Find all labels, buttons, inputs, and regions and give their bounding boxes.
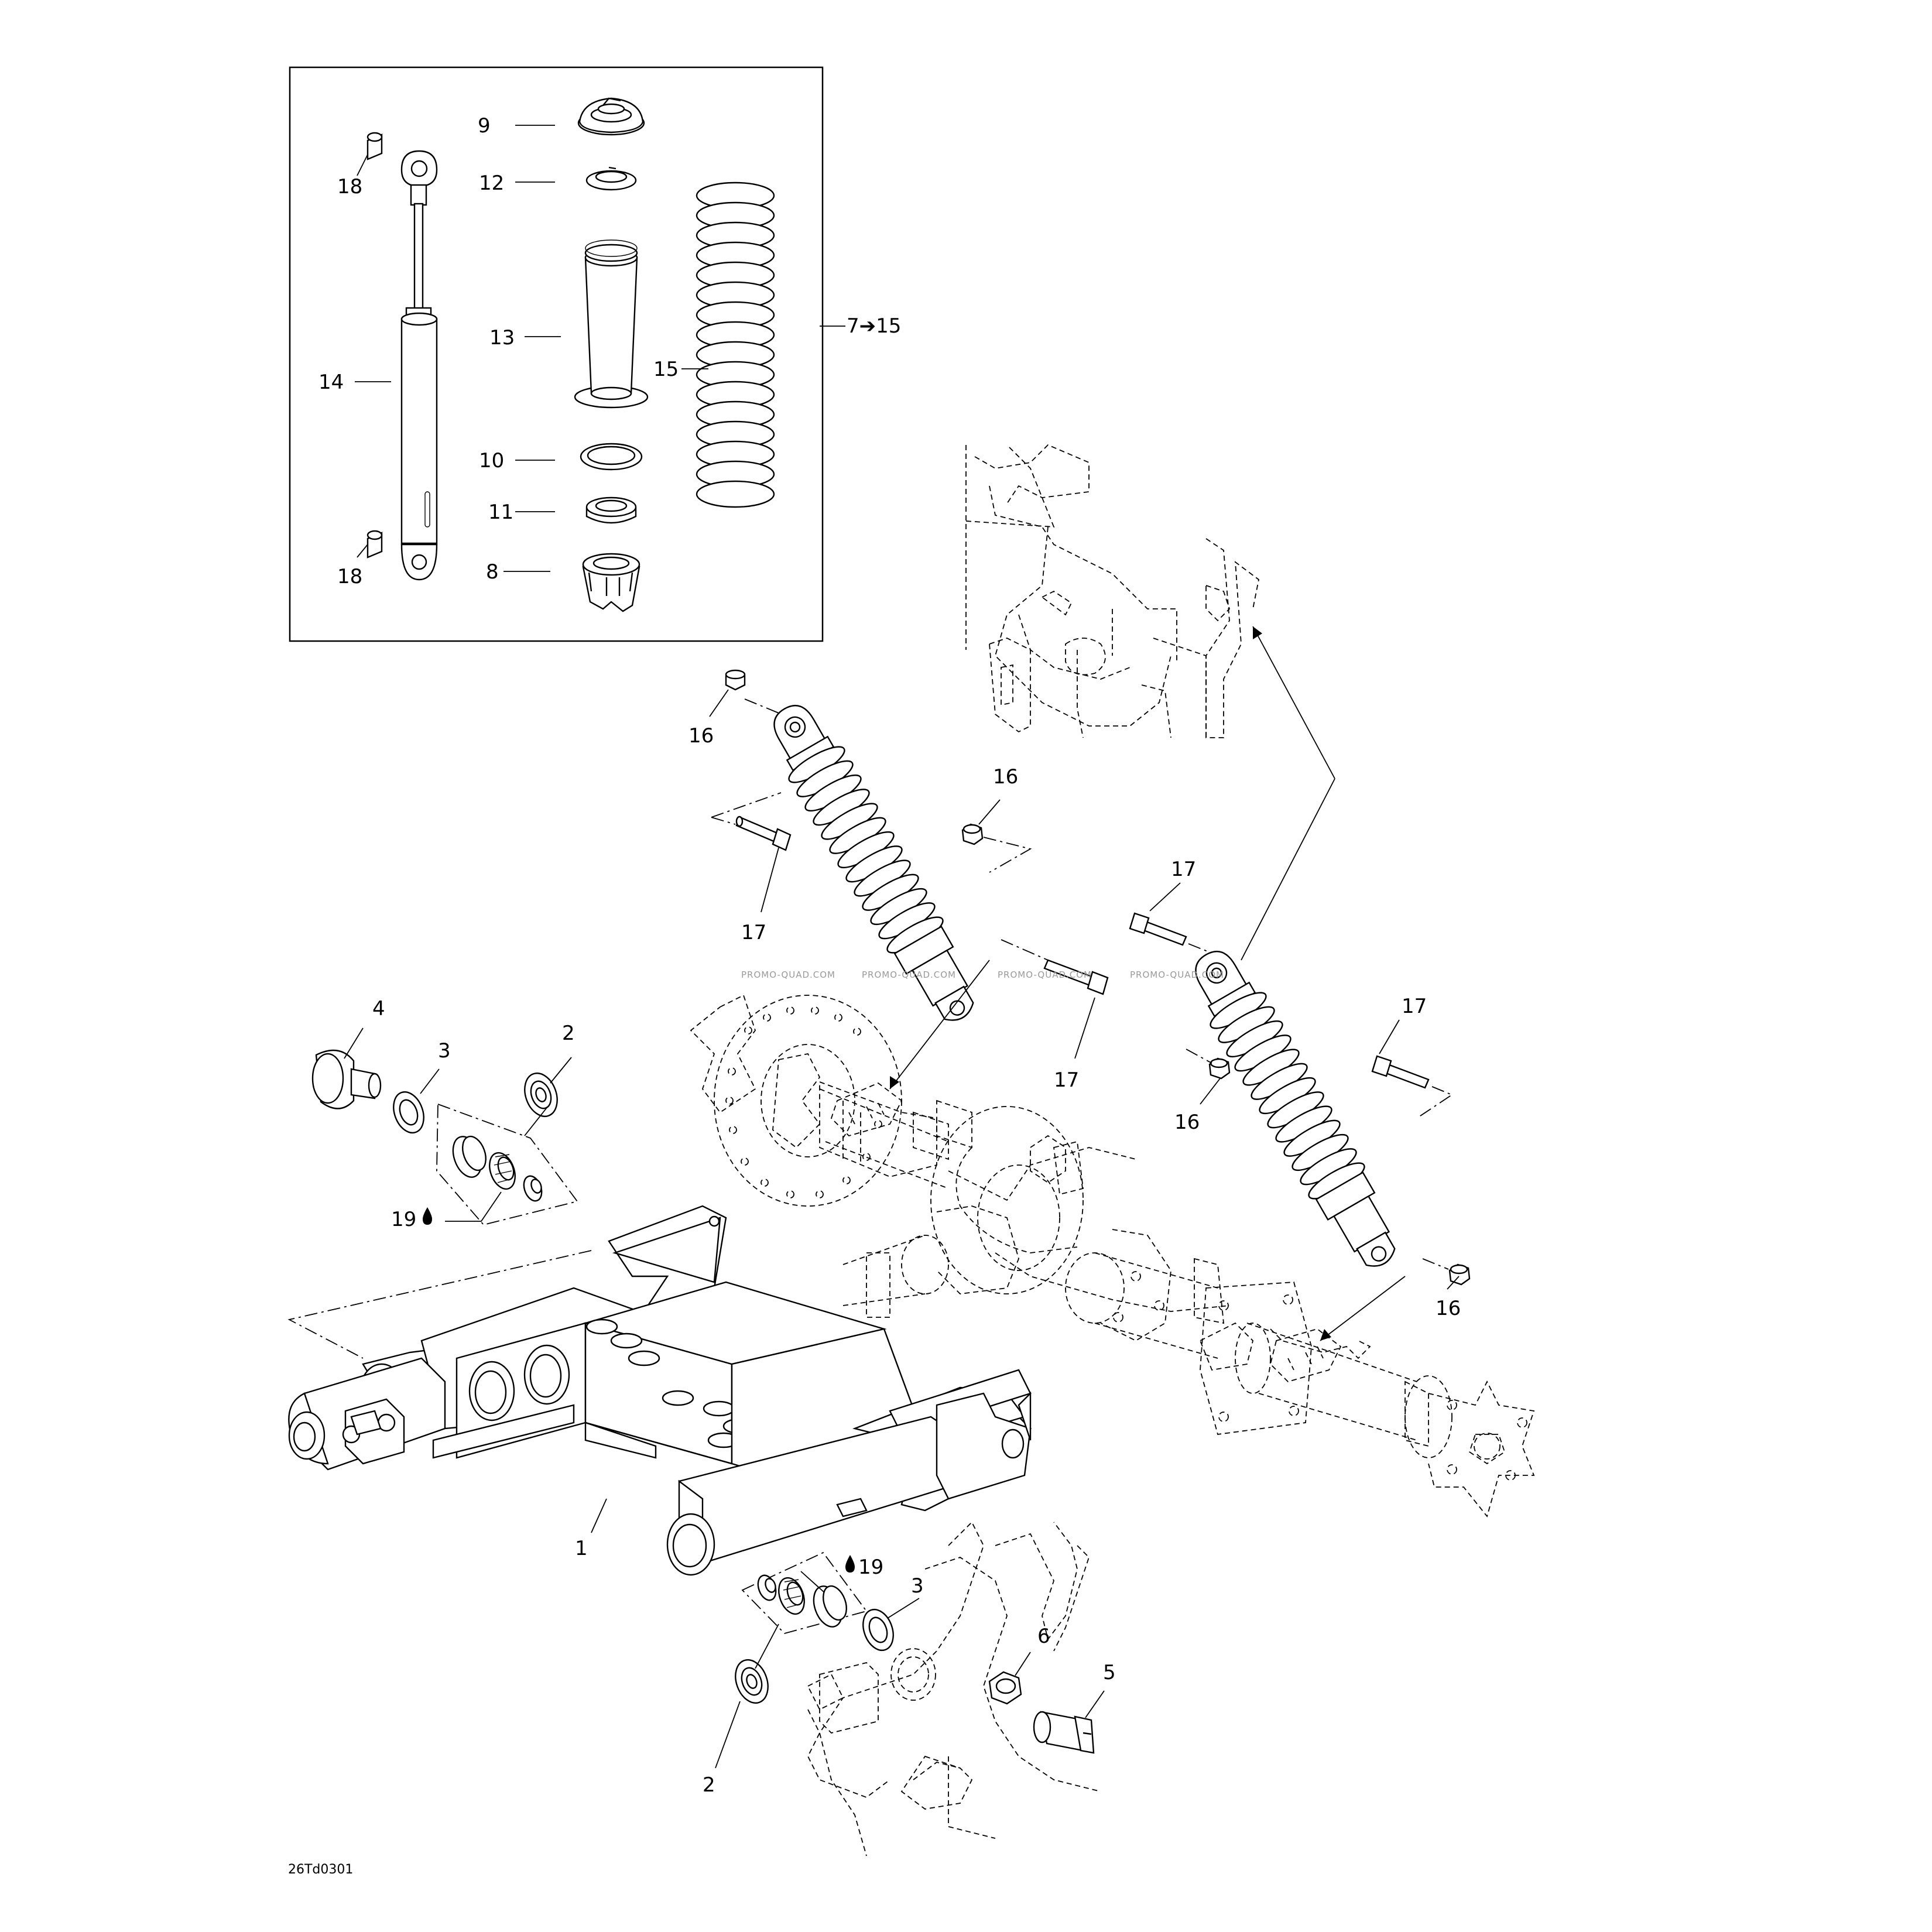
seal-3-left	[393, 1091, 424, 1134]
retainer-12	[585, 166, 637, 191]
bolt-17-right-upper	[1129, 912, 1187, 946]
damper-14	[400, 150, 438, 581]
callout-4: 4	[372, 997, 385, 1020]
callout-16-d: 16	[1436, 1297, 1461, 1320]
watermark: PROMO-QUAD.COM	[741, 970, 835, 980]
assembly-arrows	[889, 626, 1406, 1341]
drawing-code: 26Td0301	[288, 1862, 353, 1877]
leader-5	[1085, 1690, 1105, 1718]
wheel-hub	[1428, 1380, 1535, 1517]
callout-16-b: 16	[993, 765, 1018, 789]
callout-6: 6	[1037, 1625, 1050, 1648]
shock-absorber-right	[1129, 912, 1471, 1286]
callout-9: 9	[478, 114, 491, 138]
grease-drop-icon	[423, 1207, 432, 1225]
nut-16-right-bottom	[1448, 1263, 1471, 1286]
watermark-strip: PROMO-QUAD.COM PROMO-QUAD.COM PROMO-QUAD…	[741, 970, 1224, 980]
seal-3-right	[862, 1608, 894, 1652]
bushing-4	[311, 1049, 382, 1109]
sleeve-left	[452, 1135, 487, 1178]
leader-6	[1015, 1652, 1031, 1676]
inner-race-right	[757, 1574, 777, 1601]
watermark: PROMO-QUAD.COM	[1130, 970, 1224, 980]
callout-3-lower: 3	[911, 1574, 924, 1598]
shock-absorber-left	[711, 669, 1109, 1021]
callout-1: 1	[575, 1537, 588, 1560]
leader-1	[591, 1498, 607, 1533]
inner-race-left	[523, 1175, 543, 1202]
nut-16-right-mid	[1208, 1057, 1231, 1080]
callout-15: 15	[653, 358, 679, 381]
bolt-17-left-upper	[735, 816, 792, 851]
callout-18-upper: 18	[337, 175, 362, 198]
callout-19-lower: 19	[858, 1556, 883, 1579]
callout-7-15: 7➔15	[847, 314, 901, 338]
callout-3-upper: 3	[438, 1039, 451, 1063]
frame-lower-outline	[807, 1521, 1101, 1856]
callout-labels: 1 2 2 3 3 4 5 6 7➔15 8 9 10 11 12 13 14 …	[318, 114, 1461, 1797]
callout-12: 12	[479, 172, 504, 195]
shock-body-left	[773, 704, 974, 1021]
inset-leaders	[355, 125, 845, 572]
adjuster-8	[582, 553, 640, 612]
callout-17-a: 17	[741, 921, 766, 944]
callout-2-lower: 2	[703, 1773, 715, 1797]
differential	[930, 1106, 1084, 1294]
bushing-18-lower	[366, 530, 383, 559]
bearing-2-left	[524, 1073, 558, 1117]
ring-10	[580, 443, 643, 471]
brake-caliper	[690, 994, 756, 1114]
axle-shock-mounts	[830, 1082, 1342, 1383]
nut-16-left-mid	[961, 823, 984, 845]
callout-17-c: 17	[1171, 858, 1196, 881]
pivot-bolt-5	[1033, 1711, 1095, 1754]
bearing-group-left	[311, 1027, 578, 1226]
callout-8: 8	[486, 560, 499, 584]
needle-bearing-left	[489, 1152, 516, 1190]
callout-16-c: 16	[1174, 1111, 1200, 1134]
callout-17-d: 17	[1402, 995, 1427, 1018]
shock-components-inset	[289, 66, 845, 642]
brake-disc	[714, 995, 902, 1207]
callout-14: 14	[318, 371, 344, 394]
callout-2-upper: 2	[562, 1022, 575, 1045]
callout-5: 5	[1103, 1661, 1116, 1684]
inset-frame	[289, 66, 824, 642]
collar-11	[585, 496, 637, 524]
nut-16-top-left	[725, 669, 746, 691]
spring-15	[696, 181, 775, 508]
spring-cap-9	[577, 97, 645, 136]
grease-drop-icon	[845, 1555, 855, 1573]
rear-axle-assembly	[690, 994, 1535, 1517]
callout-16-a: 16	[688, 724, 714, 748]
disc-holes	[725, 1006, 882, 1198]
bushing-18-upper	[366, 132, 383, 160]
bearing-2-right	[735, 1659, 769, 1704]
callout-11: 11	[488, 501, 513, 524]
bolt-17-left-lower	[1043, 959, 1109, 995]
nut-6	[988, 1671, 1022, 1705]
watermark: PROMO-QUAD.COM	[998, 970, 1092, 980]
bump-stop-13	[574, 239, 649, 409]
frame-outline	[965, 444, 1259, 738]
callout-19-upper: 19	[391, 1208, 416, 1231]
bolt-17-right-lower	[1371, 1055, 1430, 1089]
callout-10: 10	[479, 449, 504, 472]
watermark: PROMO-QUAD.COM	[862, 970, 956, 980]
bearing-group-right	[715, 1551, 920, 1769]
shock-body-right	[1195, 950, 1396, 1267]
swing-arm-1	[287, 1205, 1032, 1576]
axle-flange	[1200, 1282, 1312, 1435]
callout-17-b: 17	[1054, 1068, 1079, 1092]
sleeve-right	[813, 1585, 847, 1628]
callout-13: 13	[489, 326, 515, 350]
hardware-leaders	[709, 689, 1460, 1290]
callout-18-lower: 18	[337, 565, 362, 588]
needle-bearing-right	[778, 1577, 805, 1615]
